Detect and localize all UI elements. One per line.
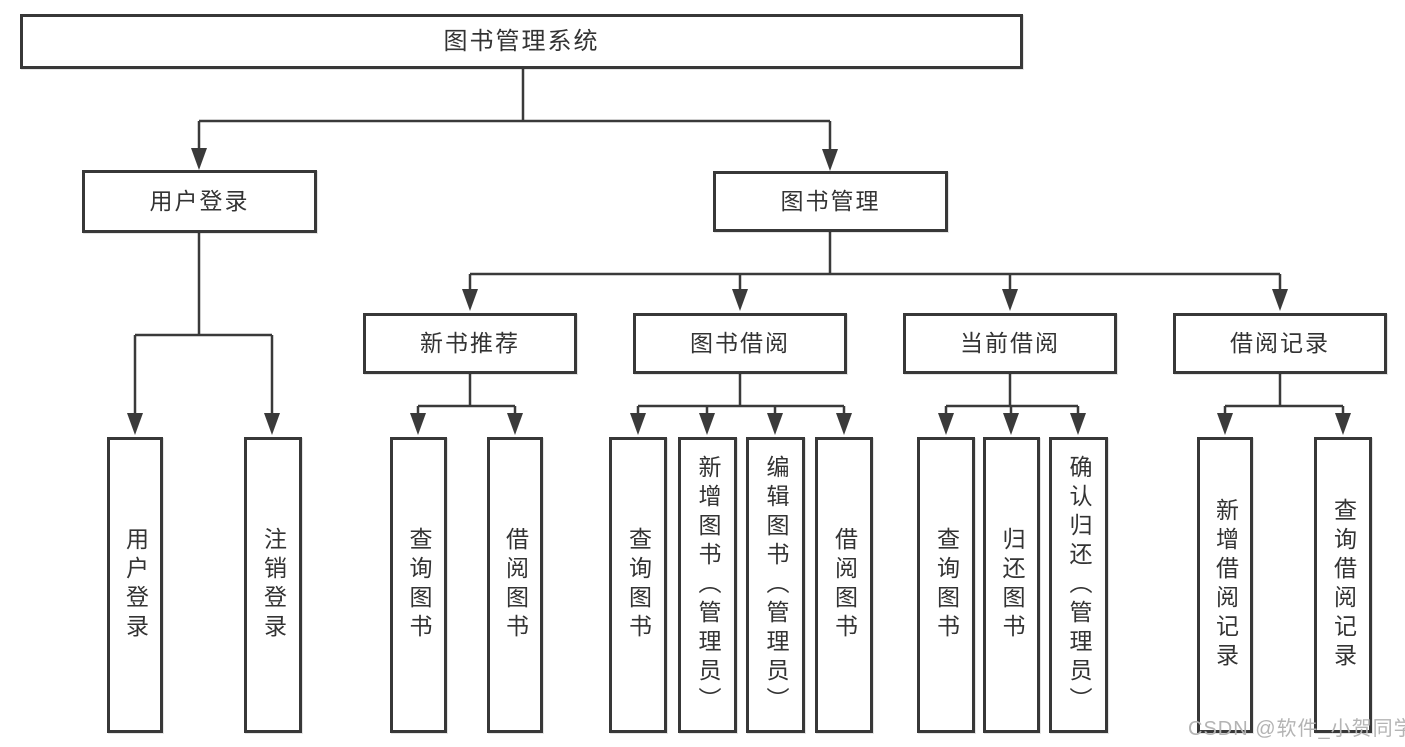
leaf-label: 归还图书 [999,527,1025,643]
node-label: 当前借阅 [960,330,1060,356]
leaf-add-books-admin: 新增图书（管理员） [678,437,737,733]
leaf-borrow-books: 借阅图书 [815,437,873,733]
leaf-label: 查询图书 [933,527,960,643]
leaf-label: 查询图书 [625,527,652,643]
node-label: 用户登录 [149,188,250,214]
leaf-query-books-recommend: 查询图书 [390,437,447,733]
node-user-login: 用户登录 [82,170,317,233]
leaf-label: 注销登录 [260,527,287,643]
leaf-edit-books-admin: 编辑图书（管理员） [746,437,805,733]
leaf-label: 新增借阅记录 [1212,498,1239,672]
node-label: 图书管理系统 [443,27,600,55]
leaf-add-borrow-record: 新增借阅记录 [1197,437,1253,733]
node-library-management-system: 图书管理系统 [20,14,1023,69]
node-current-borrowing: 当前借阅 [903,313,1117,374]
leaf-label: 查询图书 [406,527,432,643]
leaf-return-books: 归还图书 [983,437,1040,733]
node-book-borrowing: 图书借阅 [633,313,847,374]
node-label: 图书管理 [780,188,881,214]
leaf-confirm-return-admin: 确认归还（管理员） [1049,437,1108,733]
node-borrowing-records: 借阅记录 [1173,313,1387,374]
leaf-label: 确认归还（管理员） [1066,454,1092,716]
leaf-label: 借阅图书 [831,527,858,643]
csdn-watermark: CSDN @软件_小贺同学 [1188,718,1405,740]
node-new-book-recommend: 新书推荐 [363,313,577,374]
leaf-borrow-books-recommend: 借阅图书 [487,437,543,733]
node-label: 新书推荐 [420,330,520,356]
arrowheads [127,148,1351,435]
leaf-query-borrow-record: 查询借阅记录 [1314,437,1372,733]
leaf-query-books-current: 查询图书 [917,437,975,733]
node-label: 借阅记录 [1230,330,1330,356]
leaf-label: 查询借阅记录 [1330,498,1357,672]
leaf-label: 用户登录 [122,527,149,643]
leaf-label: 借阅图书 [502,527,529,643]
leaf-label: 编辑图书（管理员） [763,454,789,716]
node-label: 图书借阅 [690,330,790,356]
leaf-user-login: 用户登录 [107,437,163,733]
connector-lines [133,68,1345,417]
leaf-query-books-borrow: 查询图书 [609,437,667,733]
node-book-management: 图书管理 [713,171,948,232]
leaf-logout: 注销登录 [244,437,302,733]
leaf-label: 新增图书（管理员） [695,454,721,716]
